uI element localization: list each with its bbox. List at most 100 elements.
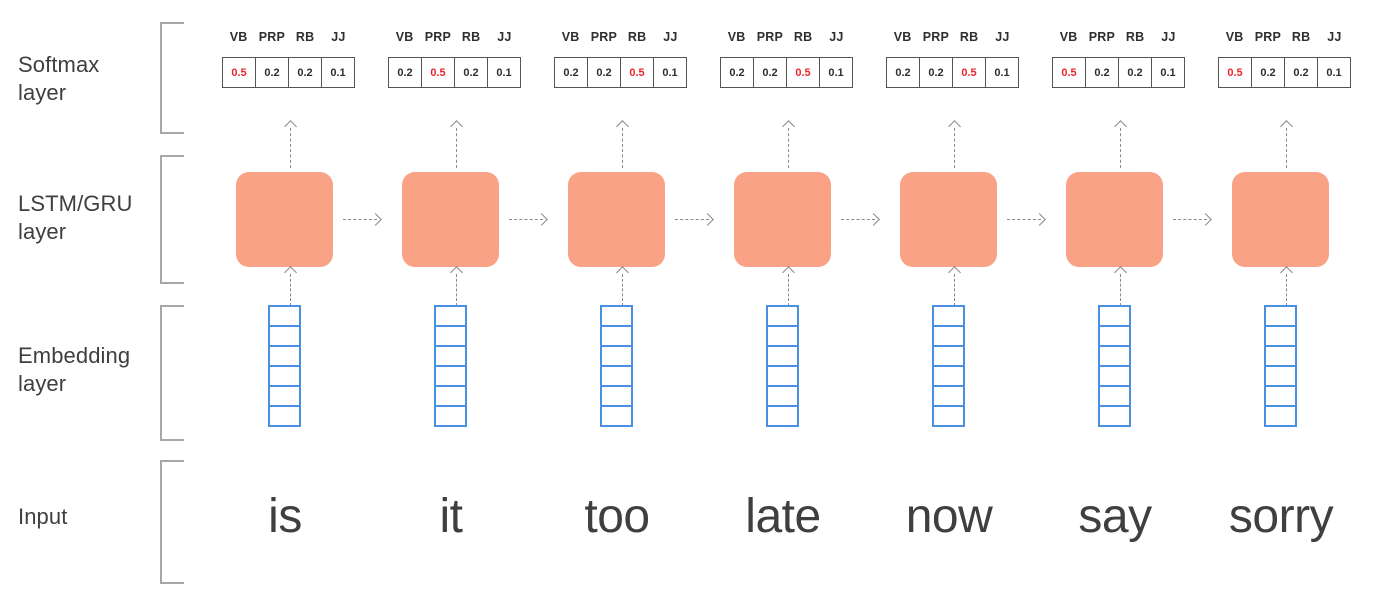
arrow-up-to-softmax-icon (284, 120, 297, 168)
softmax-tag-label: RB (627, 30, 647, 44)
softmax-probability-cell: 0.2 (887, 58, 920, 87)
embedding-cell (434, 365, 467, 387)
embedding-cell (766, 325, 799, 347)
softmax-probability-cell-argmax: 0.5 (621, 58, 654, 87)
embedding-vector (600, 305, 633, 427)
arrow-up-to-softmax-icon (616, 120, 629, 168)
softmax-probability-cell-argmax: 0.5 (223, 58, 256, 87)
embedding-cell (434, 325, 467, 347)
row-label-softmax-line1: Softmax (18, 52, 100, 77)
input-word: is (268, 490, 302, 543)
embedding-cell (600, 385, 633, 407)
softmax-probability-cell: 0.2 (754, 58, 787, 87)
row-label-input: Input (18, 504, 68, 529)
embedding-cell (766, 405, 799, 427)
embedding-cell (268, 305, 301, 327)
embedding-cell (434, 345, 467, 367)
row-label-embedding-line1: Embedding (18, 343, 131, 368)
lstm-gru-cell (236, 172, 333, 267)
lstm-gru-cell (402, 172, 499, 267)
input-word: late (745, 490, 821, 543)
softmax-probability-cell: 0.2 (588, 58, 621, 87)
embedding-cell (766, 345, 799, 367)
arrow-right-recurrent-icon (841, 213, 885, 226)
embedding-cell (1098, 345, 1131, 367)
softmax-tag-label: VB (1059, 30, 1078, 44)
softmax-tag-label: JJ (331, 30, 346, 44)
embedding-cell (1264, 405, 1297, 427)
embedding-cell (600, 325, 633, 347)
arrow-up-to-lstm-icon (450, 266, 463, 306)
softmax-tag-label: RB (793, 30, 813, 44)
arrow-up-to-lstm-icon (284, 266, 297, 306)
softmax-tag-label: RB (295, 30, 315, 44)
embedding-cell (1098, 325, 1131, 347)
embedding-cell (932, 405, 965, 427)
softmax-probability-cell-argmax: 0.5 (422, 58, 455, 87)
arrow-right-recurrent-icon (509, 213, 553, 226)
input-word: sorry (1228, 490, 1334, 543)
softmax-probability-cell: 0.1 (828, 66, 844, 79)
embedding-vector (434, 305, 467, 427)
bracket-embedding-icon (160, 305, 184, 441)
arrow-right-recurrent-icon (343, 213, 387, 226)
bracket-input-icon (160, 460, 184, 584)
softmax-tag-label: PRP (922, 30, 950, 44)
softmax-probability-cell: 0.2 (1252, 58, 1285, 87)
row-label-softmax: Softmax layer (18, 51, 168, 107)
embedding-cell (268, 385, 301, 407)
softmax-tag-label: JJ (1161, 30, 1176, 44)
embedding-cell (268, 325, 301, 347)
softmax-tag-label: VB (561, 30, 580, 44)
row-label-softmax-line2: layer (18, 80, 67, 105)
arrow-up-to-softmax-icon (1280, 120, 1293, 168)
lstm-gru-cell (568, 172, 665, 267)
softmax-probability-cell: 0.2 (920, 58, 953, 87)
softmax-tag-label: VB (395, 30, 414, 44)
lstm-gru-cell (734, 172, 831, 267)
softmax-tag-label: JJ (497, 30, 512, 44)
softmax-tag-label: PRP (424, 30, 452, 44)
softmax-tag-label: JJ (829, 30, 844, 44)
arrow-up-to-lstm-icon (1280, 266, 1293, 306)
softmax-probability-cell: 0.2 (289, 58, 322, 87)
softmax-probability-cell: 0.2 (389, 58, 422, 87)
embedding-cell (434, 385, 467, 407)
embedding-cell (766, 365, 799, 387)
arrow-right-recurrent-icon (675, 213, 719, 226)
softmax-probability-cell: 0.1 (1326, 66, 1342, 79)
softmax-probability-cell: 0.2 (555, 58, 588, 87)
arrow-up-to-lstm-icon (782, 266, 795, 306)
softmax-tag-label: RB (959, 30, 979, 44)
embedding-vector (766, 305, 799, 427)
softmax-tag-label: JJ (1327, 30, 1342, 44)
embedding-cell (932, 365, 965, 387)
input-word: now (905, 490, 993, 543)
embedding-cell (1098, 405, 1131, 427)
softmax-tag-label: VB (1225, 30, 1244, 44)
embedding-vector (1098, 305, 1131, 427)
arrow-up-to-lstm-icon (616, 266, 629, 306)
embedding-cell (268, 365, 301, 387)
row-label-lstm: LSTM/GRU layer (18, 190, 168, 246)
embedding-cell (1264, 305, 1297, 327)
softmax-probability-cell: 0.2 (1119, 58, 1152, 87)
embedding-cell (1264, 325, 1297, 347)
row-label-embedding: Embedding layer (18, 342, 168, 398)
embedding-cell (1264, 385, 1297, 407)
softmax-probability-cell: 0.2 (721, 58, 754, 87)
embedding-cell (932, 305, 965, 327)
softmax-probability-cell: 0.2 (1086, 58, 1119, 87)
embedding-cell (434, 305, 467, 327)
embedding-cell (268, 405, 301, 427)
embedding-cell (1098, 305, 1131, 327)
softmax-tag-label: RB (1125, 30, 1145, 44)
input-word: it (439, 490, 464, 543)
